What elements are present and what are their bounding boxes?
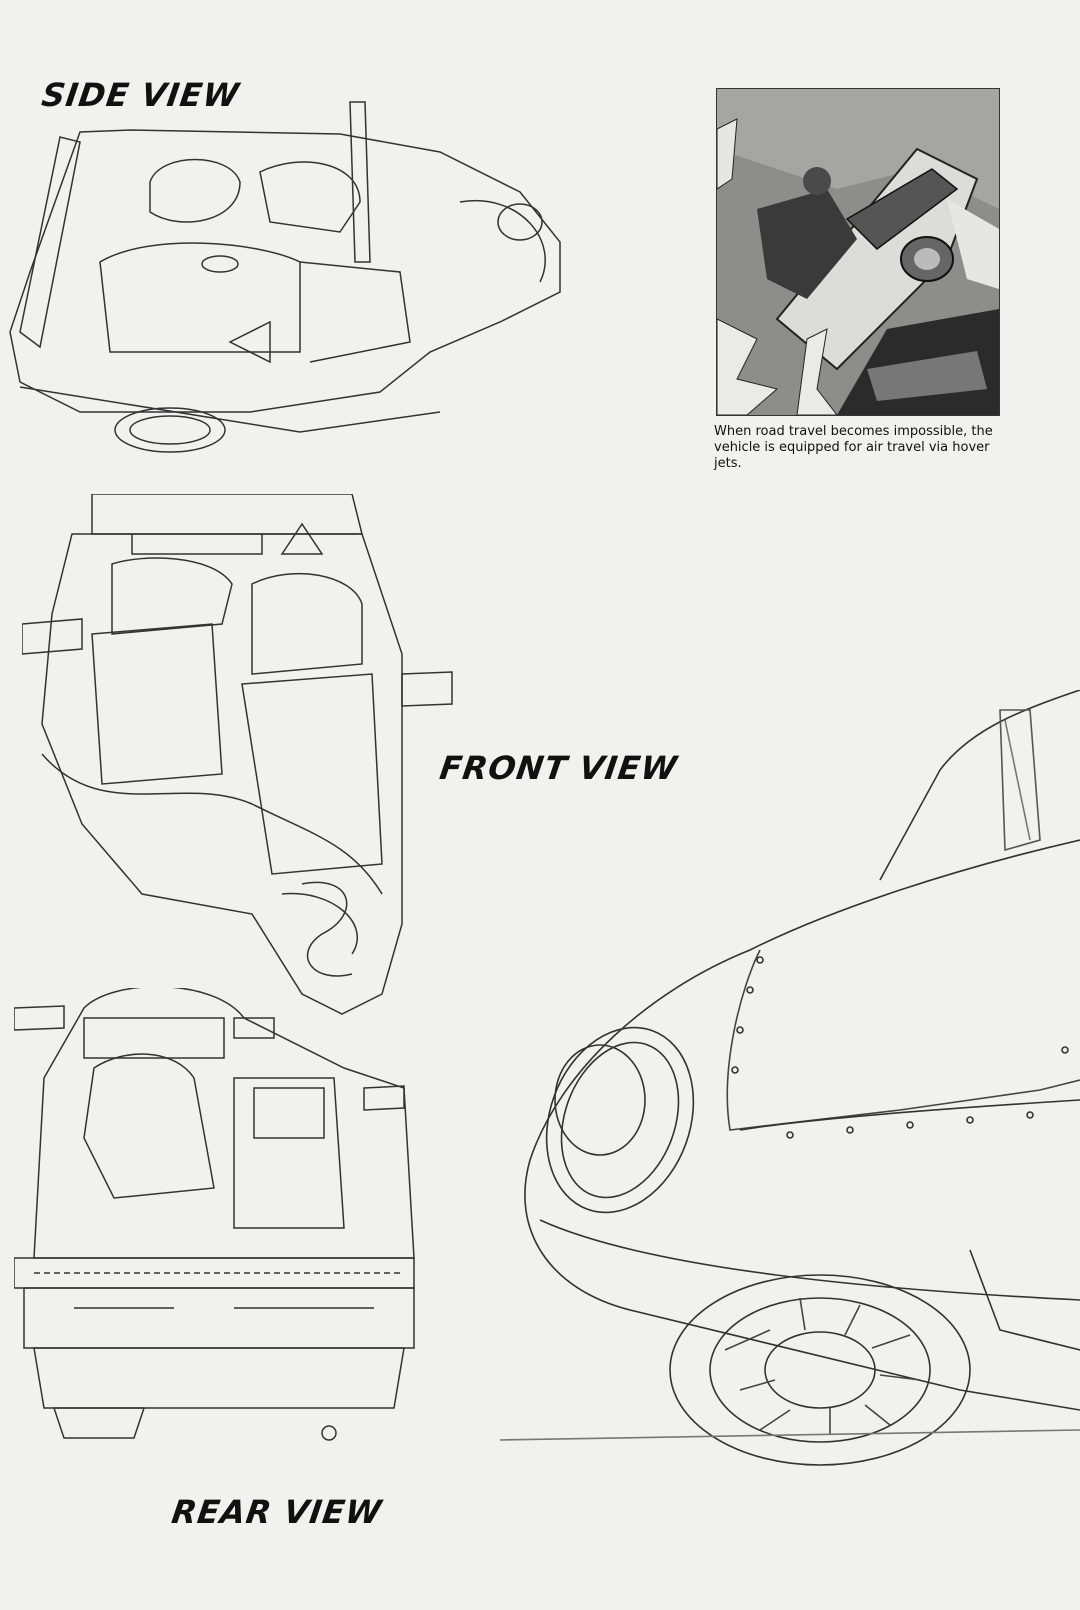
front-view-sketch <box>22 494 462 1034</box>
rear-view-sketch <box>14 988 424 1468</box>
rear-view-heading: REAR VIEW <box>169 1493 385 1531</box>
hover-jet-illustration <box>716 88 1000 416</box>
front-closeup-sketch <box>500 690 1080 1490</box>
side-view-sketch <box>0 92 570 462</box>
illustration-caption: When road travel becomes impossible, the… <box>714 424 993 471</box>
